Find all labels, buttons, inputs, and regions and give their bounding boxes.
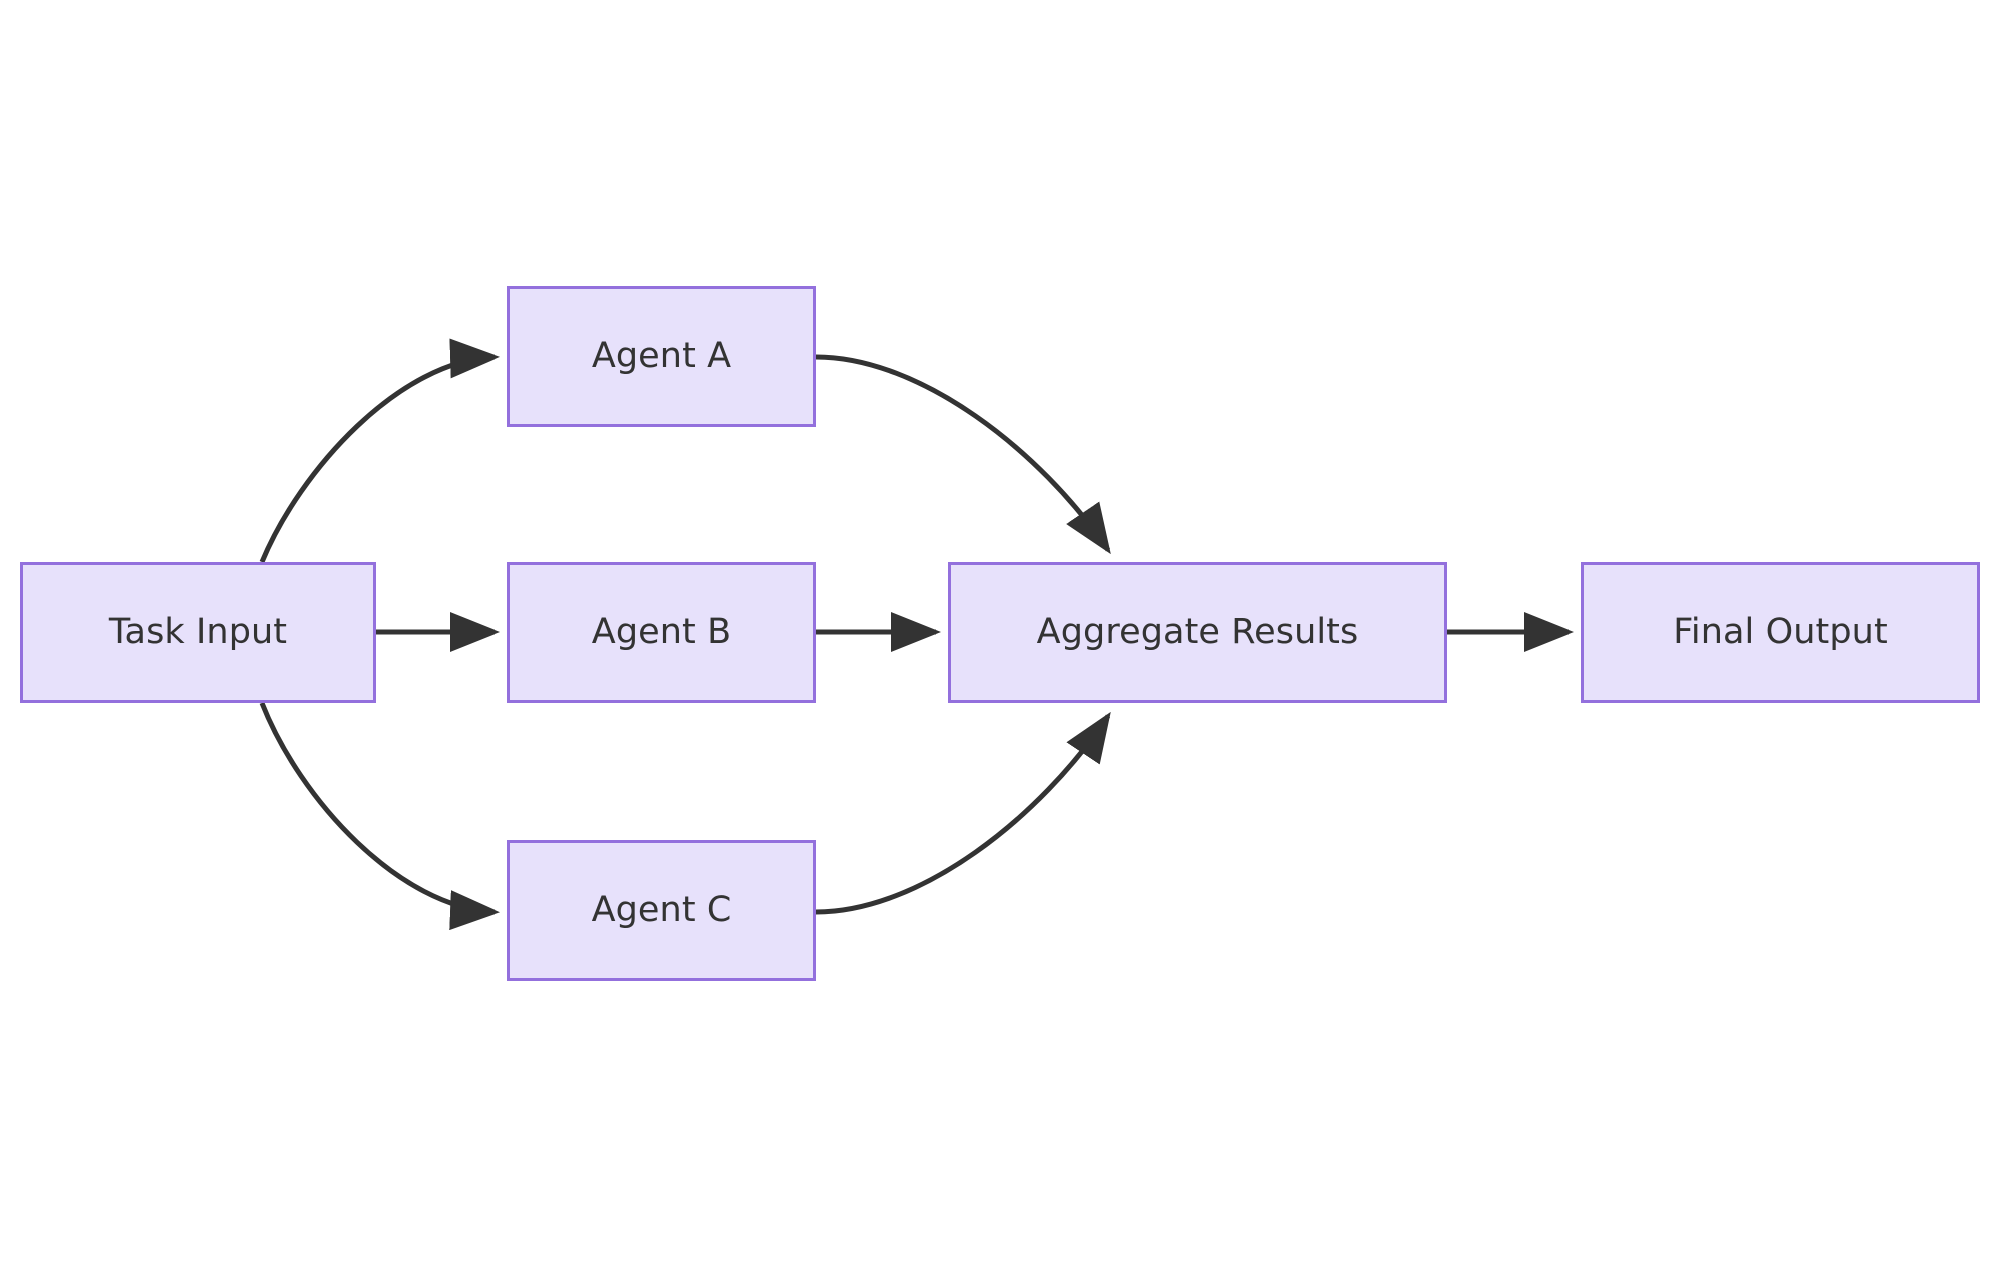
edge-task-input-to-agent-c bbox=[259, 702, 500, 931]
edge-agent-c-to-aggregate bbox=[815, 711, 1111, 915]
node-task-input-label: Task Input bbox=[108, 612, 288, 652]
node-task-input[interactable]: Task Input bbox=[20, 562, 376, 703]
node-aggregate-results-label: Aggregate Results bbox=[1036, 612, 1359, 652]
node-agent-c[interactable]: Agent C bbox=[507, 840, 816, 981]
node-agent-a[interactable]: Agent A bbox=[507, 286, 816, 427]
node-aggregate-results[interactable]: Aggregate Results bbox=[948, 562, 1447, 703]
node-final-output[interactable]: Final Output bbox=[1581, 562, 1980, 703]
edge-agent-a-to-aggregate bbox=[815, 354, 1111, 555]
node-agent-b[interactable]: Agent B bbox=[507, 562, 816, 703]
node-agent-c-label: Agent C bbox=[591, 890, 732, 930]
node-final-output-label: Final Output bbox=[1673, 612, 1888, 652]
node-agent-a-label: Agent A bbox=[591, 336, 732, 376]
edge-task-input-to-agent-a bbox=[259, 338, 500, 563]
node-agent-b-label: Agent B bbox=[591, 612, 732, 652]
